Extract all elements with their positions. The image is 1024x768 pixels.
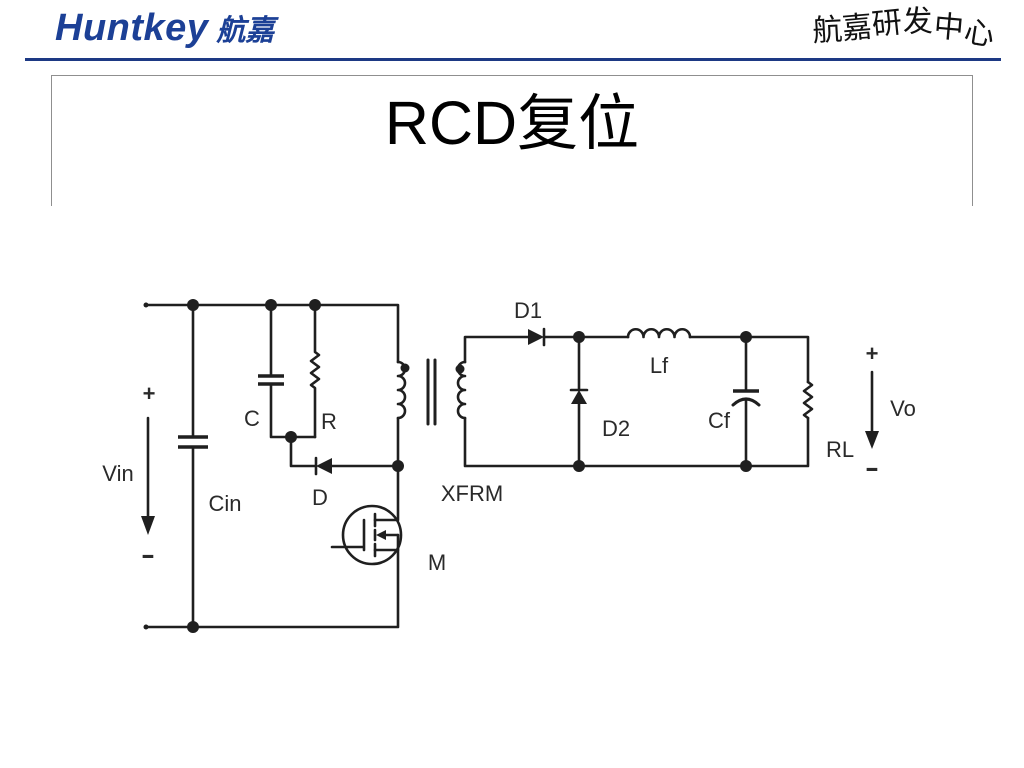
label-d1: D1 bbox=[514, 298, 542, 323]
junction-dot bbox=[285, 431, 297, 443]
logo-chinese-text: 航嘉 bbox=[216, 13, 275, 47]
capacitor-cf bbox=[731, 335, 761, 468]
wire-secondary-return bbox=[463, 416, 810, 468]
junction-dot bbox=[740, 460, 752, 472]
capacitor-c bbox=[258, 303, 317, 439]
diode-d2-triangle bbox=[571, 390, 587, 404]
label-rl: RL bbox=[826, 437, 854, 462]
header-rule bbox=[25, 58, 1001, 61]
department-banner: 航嘉研发中心 bbox=[812, 4, 997, 54]
logo-latin-text: Huntkey bbox=[55, 7, 209, 49]
primary-polarity-dot bbox=[400, 363, 410, 373]
diode-d-triangle bbox=[316, 458, 332, 474]
c-lower-lead bbox=[269, 382, 317, 439]
huntkey-logo: Huntkey 航嘉 bbox=[55, 9, 274, 47]
inductor-lf bbox=[626, 328, 692, 339]
label-d: D bbox=[312, 485, 328, 510]
label-vo-minus: - bbox=[865, 452, 879, 482]
junction-dot bbox=[392, 460, 404, 472]
label-cin: Cin bbox=[208, 491, 241, 516]
wire-inductor-to-load bbox=[688, 335, 810, 384]
junction-dot bbox=[309, 299, 321, 311]
label-vin: Vin bbox=[102, 461, 133, 486]
junction-dot bbox=[187, 299, 199, 311]
label-cf: Cf bbox=[708, 408, 731, 433]
capacitor-cin bbox=[178, 303, 208, 629]
junction-dots bbox=[187, 299, 752, 633]
label-r: R bbox=[321, 409, 337, 434]
wire-secondary-top bbox=[463, 335, 530, 364]
label-m: M bbox=[428, 550, 446, 575]
diode-d1-triangle bbox=[528, 329, 544, 345]
vo-arrow-head bbox=[865, 431, 879, 449]
label-vin-plus: + bbox=[143, 381, 156, 406]
vin-arrow-head bbox=[141, 516, 155, 535]
rl-zigzag bbox=[802, 380, 814, 420]
title-frame bbox=[51, 75, 973, 206]
label-lf: Lf bbox=[650, 353, 669, 378]
transformer-core bbox=[426, 358, 437, 426]
mosfet-body-circle bbox=[341, 504, 403, 566]
mosfet-m bbox=[330, 504, 403, 566]
junction-dot bbox=[265, 299, 277, 311]
diode-d bbox=[314, 456, 332, 476]
lf-coil bbox=[626, 328, 692, 339]
secondary-polarity-dot bbox=[455, 364, 465, 374]
slide-title: RCD复位 bbox=[384, 89, 640, 157]
component-labels: + Vin - Cin C R D M XFRM D1 D2 Lf Cf RL … bbox=[102, 298, 916, 575]
junction-dot bbox=[573, 331, 585, 343]
rcd-reset-circuit-diagram: + Vin - Cin C R D M XFRM D1 D2 Lf Cf RL … bbox=[102, 298, 916, 633]
wire-clamp-node bbox=[289, 435, 318, 468]
wire-input-top-rail bbox=[144, 303, 400, 364]
diode-d2 bbox=[569, 335, 589, 468]
vin-arrow bbox=[141, 416, 155, 535]
vo-arrow bbox=[865, 370, 879, 449]
label-c: C bbox=[244, 406, 260, 431]
junction-dot bbox=[740, 331, 752, 343]
label-xfrm: XFRM bbox=[441, 481, 503, 506]
wire-input-bottom-rail bbox=[144, 533, 400, 629]
diode-d1 bbox=[528, 327, 546, 347]
label-vin-minus: - bbox=[141, 539, 155, 569]
mosfet-gate bbox=[330, 518, 366, 552]
label-vo-plus: + bbox=[866, 341, 879, 366]
resistor-r bbox=[309, 303, 321, 439]
junction-dot bbox=[187, 621, 199, 633]
r-zigzag bbox=[309, 303, 321, 439]
mosfet-arrow bbox=[376, 530, 386, 540]
label-d2: D2 bbox=[602, 416, 630, 441]
label-vo: Vo bbox=[890, 396, 916, 421]
department-name: 航嘉研发中心 bbox=[812, 4, 997, 54]
resistor-rl bbox=[802, 380, 814, 420]
primary-winding bbox=[396, 360, 407, 420]
junction-dot bbox=[573, 460, 585, 472]
transformer-xfrm bbox=[396, 358, 467, 426]
